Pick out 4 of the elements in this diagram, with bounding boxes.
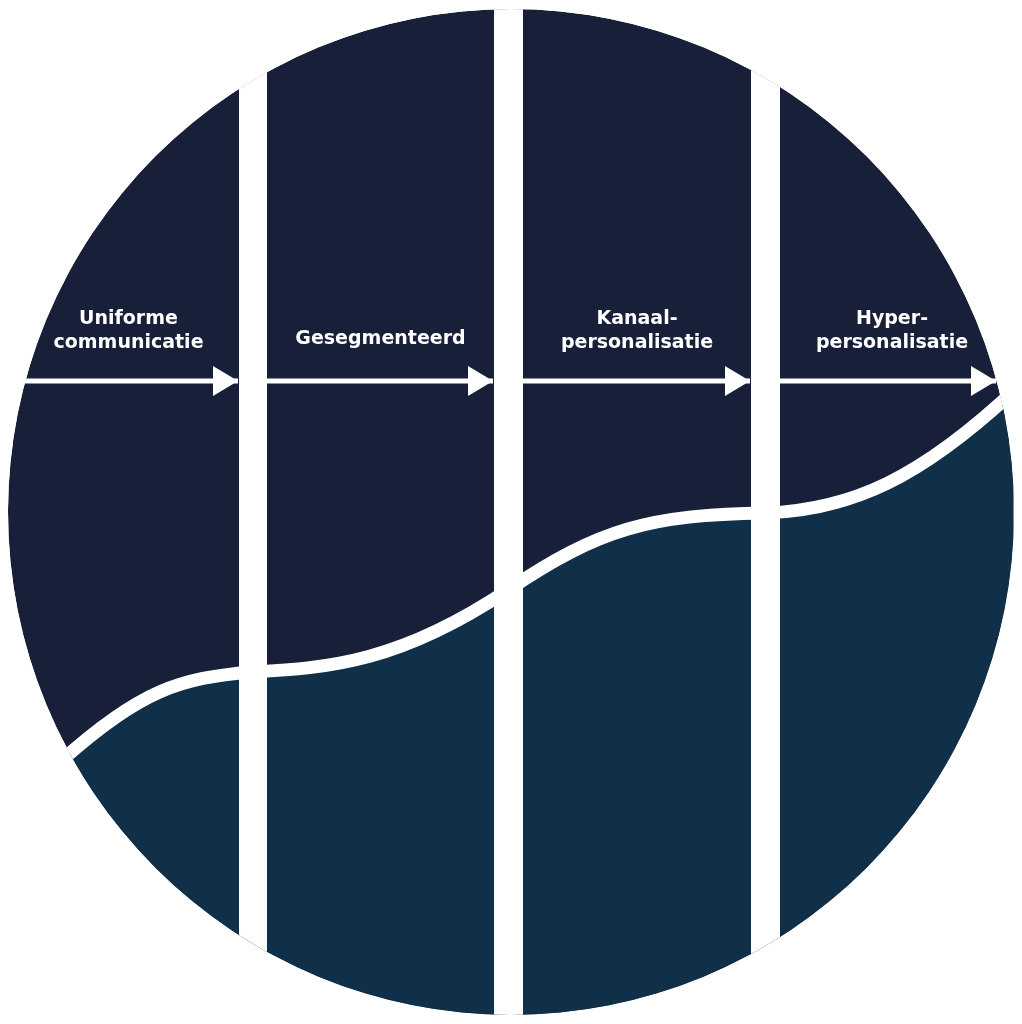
stage-label: Uniforme communicatie [18,305,239,398]
stage-label: Hyper- personalisatie [751,305,1004,398]
stage-label: Kanaal- personalisatie [494,305,751,398]
stage-label: Gesegmenteerd [239,325,494,398]
